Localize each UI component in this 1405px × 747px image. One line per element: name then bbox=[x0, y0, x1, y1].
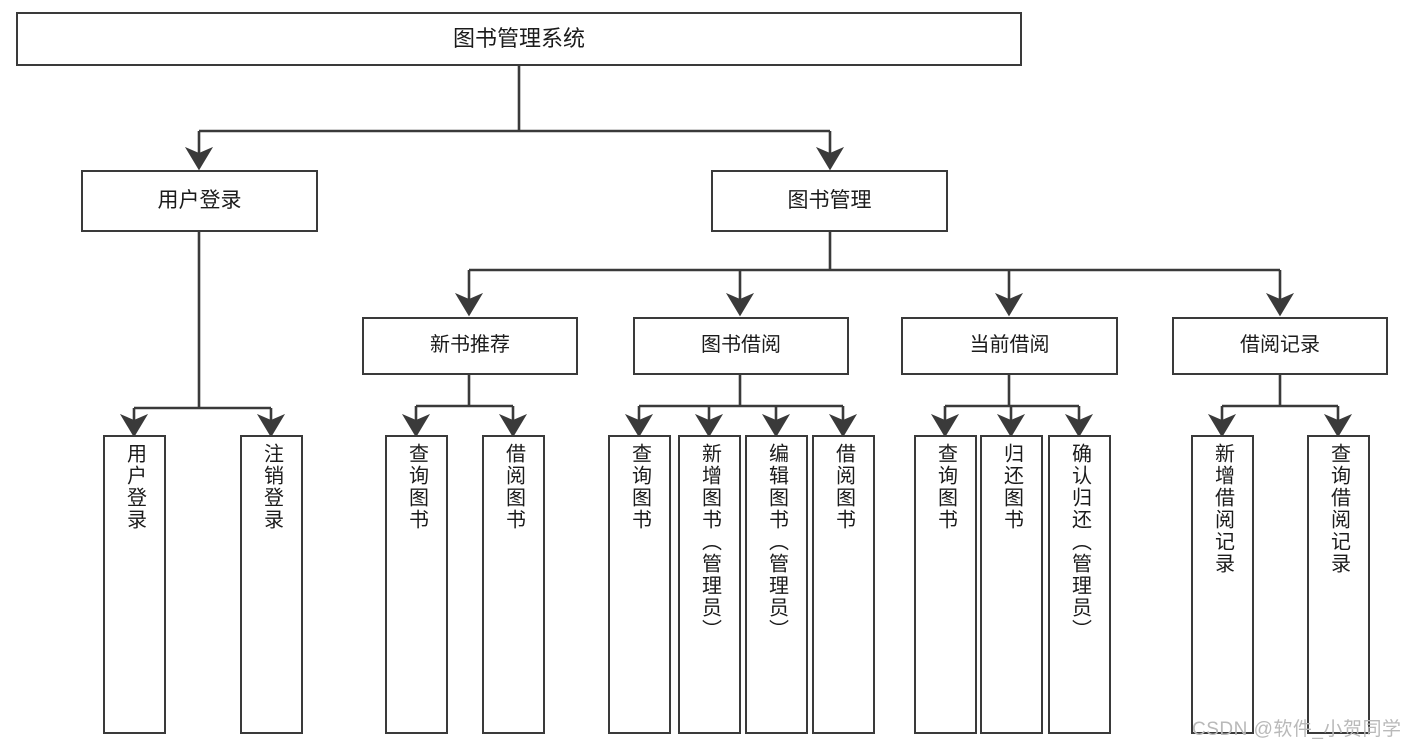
node-book-borrow[interactable]: 图书借阅 bbox=[633, 317, 849, 375]
node-leaf-query-book-borrow[interactable]: 查询图书 bbox=[608, 435, 671, 734]
node-new-book-recommend[interactable]: 新书推荐 bbox=[362, 317, 578, 375]
node-leaf-add-borrow-record[interactable]: 新增借阅记录 bbox=[1191, 435, 1254, 734]
node-label: 归还图书 bbox=[1000, 443, 1023, 531]
node-label: 编辑图书（管理员） bbox=[765, 443, 788, 641]
node-label: 查询借阅记录 bbox=[1327, 443, 1350, 575]
node-root-book-management-system[interactable]: 图书管理系统 bbox=[16, 12, 1022, 66]
node-leaf-add-book-admin[interactable]: 新增图书（管理员） bbox=[678, 435, 741, 734]
node-label: 图书借阅 bbox=[701, 334, 781, 357]
node-book-management[interactable]: 图书管理 bbox=[711, 170, 948, 232]
node-leaf-logout[interactable]: 注销登录 bbox=[240, 435, 303, 734]
node-label: 用户登录 bbox=[157, 188, 242, 212]
node-leaf-query-book-current[interactable]: 查询图书 bbox=[914, 435, 977, 734]
csdn-watermark: CSDN @软件_小贺同学 bbox=[1192, 719, 1402, 740]
node-label: 用户登录 bbox=[123, 443, 146, 531]
node-current-borrow[interactable]: 当前借阅 bbox=[901, 317, 1118, 375]
node-label: 新书推荐 bbox=[430, 334, 510, 357]
node-leaf-confirm-return-admin[interactable]: 确认归还（管理员） bbox=[1048, 435, 1111, 734]
node-label: 新增图书（管理员） bbox=[698, 443, 721, 641]
node-borrow-record[interactable]: 借阅记录 bbox=[1172, 317, 1388, 375]
node-label: 查询图书 bbox=[405, 443, 428, 531]
node-leaf-query-borrow-record[interactable]: 查询借阅记录 bbox=[1307, 435, 1370, 734]
node-leaf-user-login[interactable]: 用户登录 bbox=[103, 435, 166, 734]
node-label: 借阅图书 bbox=[832, 443, 855, 531]
node-label: 注销登录 bbox=[260, 443, 283, 531]
node-leaf-query-book-recommend[interactable]: 查询图书 bbox=[385, 435, 448, 734]
node-leaf-borrow-book[interactable]: 借阅图书 bbox=[812, 435, 875, 734]
node-leaf-borrow-book-recommend[interactable]: 借阅图书 bbox=[482, 435, 545, 734]
node-leaf-edit-book-admin[interactable]: 编辑图书（管理员） bbox=[745, 435, 808, 734]
node-label: 借阅图书 bbox=[502, 443, 525, 531]
node-leaf-return-book[interactable]: 归还图书 bbox=[980, 435, 1043, 734]
node-user-login[interactable]: 用户登录 bbox=[81, 170, 318, 232]
node-label: 图书管理 bbox=[787, 188, 872, 212]
node-label: 当前借阅 bbox=[969, 334, 1050, 357]
node-label: 查询图书 bbox=[934, 443, 957, 531]
node-label: 查询图书 bbox=[628, 443, 651, 531]
node-label: 图书管理系统 bbox=[452, 26, 585, 52]
node-label: 确认归还（管理员） bbox=[1068, 443, 1091, 641]
node-label: 借阅记录 bbox=[1240, 334, 1320, 357]
node-label: 新增借阅记录 bbox=[1211, 443, 1234, 575]
